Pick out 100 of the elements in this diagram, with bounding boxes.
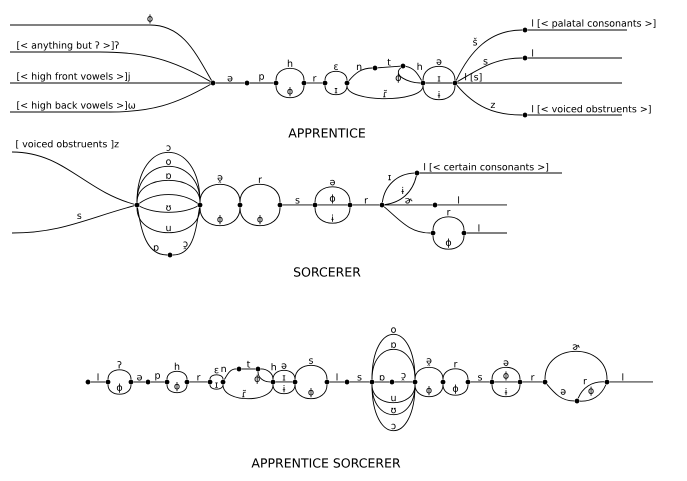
path-line	[200, 207, 240, 226]
path-line	[314, 207, 350, 224]
edge-label: r	[313, 76, 316, 82]
path-line	[200, 184, 240, 203]
path-line	[272, 384, 296, 394]
path-line	[258, 371, 271, 382]
path-line	[405, 66, 422, 81]
edge-label: ɚ	[405, 198, 412, 204]
edge-label: ɨ	[438, 91, 440, 98]
edge-label: s	[309, 358, 314, 364]
edge-label: ɛ	[334, 64, 338, 70]
path-line	[432, 235, 464, 250]
edge-label: r	[454, 362, 458, 368]
path-line	[419, 172, 562, 174]
edge-label: ə	[504, 360, 508, 366]
edge-label: ə	[560, 389, 566, 395]
edge-label: ɒ	[166, 173, 171, 179]
path-line	[12, 205, 135, 234]
path-line	[422, 85, 456, 100]
path-line	[260, 368, 274, 380]
edge-label: ɔ	[392, 424, 396, 430]
path-line	[456, 84, 523, 116]
edge-label: l [< palatal consonants >]	[532, 19, 656, 29]
path-line	[10, 52, 211, 82]
edge-label: s	[478, 375, 482, 381]
edge-label: ɪ	[388, 175, 391, 180]
edge-label: r	[584, 378, 587, 384]
path-line	[222, 384, 274, 400]
path-line	[314, 186, 350, 203]
edge-label: ɾ̃	[242, 390, 246, 398]
path-line	[414, 384, 444, 398]
path-line	[442, 384, 468, 396]
edge-label: [ voiced obstruents ]z	[16, 140, 119, 149]
path-line	[12, 152, 135, 205]
path-line	[346, 85, 424, 100]
path-line	[10, 82, 211, 84]
edge-label: ϕ	[396, 74, 401, 83]
edge-label: t	[246, 360, 250, 368]
edge-label: ϕ	[174, 382, 180, 392]
path-line	[372, 348, 416, 380]
edge-label: š	[473, 38, 478, 46]
edge-label: ϕ	[308, 388, 314, 398]
edge-label: ə	[137, 375, 142, 381]
path-line	[546, 384, 575, 402]
path-line	[166, 370, 188, 380]
edge-label: ɪ	[282, 375, 286, 381]
edge-label: ϕ	[446, 238, 452, 248]
path-line	[457, 58, 523, 82]
path-line	[457, 82, 622, 84]
word-title: APPRENTICE	[288, 128, 365, 138]
path-line	[422, 66, 456, 81]
word-title: APPRENTICE SORCERER	[252, 458, 400, 468]
edge-label: t	[387, 58, 391, 66]
edge-label: ϕ	[503, 371, 509, 381]
edge-label: n	[222, 366, 226, 372]
path-line	[324, 70, 348, 81]
path-line	[398, 67, 421, 84]
edge-label: ϕ	[588, 386, 594, 396]
path-line	[456, 30, 523, 81]
path-line	[272, 370, 296, 380]
path-line	[240, 207, 280, 226]
path-line	[210, 384, 224, 390]
edge-label: l	[336, 373, 338, 381]
path-line	[294, 384, 328, 400]
path-line	[241, 368, 256, 370]
edge-label: l	[458, 196, 460, 204]
edge-label: n	[356, 64, 362, 70]
edge-label: ɒ	[154, 245, 159, 251]
path-line	[377, 66, 401, 68]
path-line	[425, 82, 453, 84]
edge-label: r	[258, 178, 262, 183]
path-line	[384, 206, 431, 234]
path-line	[108, 384, 132, 395]
path-line	[282, 204, 313, 206]
edge-label: ϕ	[254, 374, 260, 384]
path-line	[414, 366, 444, 380]
edge-label: h	[418, 62, 422, 70]
edge-label: ɾ̃	[383, 90, 387, 98]
path-line	[432, 216, 464, 231]
edge-label: ə̭	[218, 175, 222, 183]
path-line	[324, 85, 348, 96]
edge-label: ɔ̭	[183, 242, 188, 250]
path-line	[136, 207, 200, 234]
edge-label: ϕ	[147, 14, 153, 24]
edge-label: ɨ	[401, 186, 404, 194]
edge-label: ϕ	[287, 87, 293, 96]
edge-label: ə	[228, 76, 232, 82]
edge-label: ə	[282, 363, 286, 369]
path-line	[437, 204, 508, 206]
path-line	[578, 381, 605, 399]
edge-label: ϕ	[426, 386, 432, 396]
path-line	[10, 84, 211, 112]
edge-label: l	[532, 49, 534, 57]
edge-label: o	[166, 159, 171, 165]
path-line	[352, 204, 380, 206]
edge-label: l [< voiced obstruents >]	[532, 105, 651, 114]
edge-label: ɛ	[214, 368, 218, 374]
edge-label: ə	[330, 180, 335, 186]
edge-label: ɨ	[282, 385, 286, 392]
path-line	[527, 114, 622, 116]
